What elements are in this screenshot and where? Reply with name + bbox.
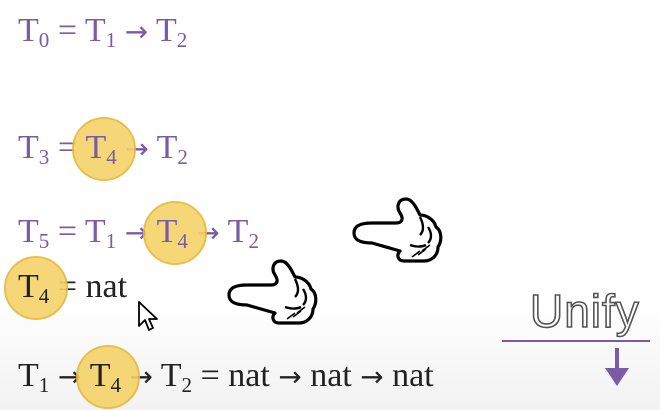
equation-t3: T3 = T4 → T2 xyxy=(18,117,188,181)
highlight-circle xyxy=(75,345,140,409)
equation-t4: T4 = nat xyxy=(4,256,128,320)
subscript: 4 xyxy=(110,372,122,397)
right-arrow: → xyxy=(124,216,149,249)
equation-t5: T5 = T1 → T4 → T2 xyxy=(18,201,259,265)
type-nat: nat xyxy=(228,357,270,394)
highlighted-term-t4: T4 xyxy=(142,201,207,265)
subscript: 5 xyxy=(38,228,50,253)
subscript: 4 xyxy=(177,228,188,253)
subscript: 2 xyxy=(248,228,259,253)
term-t: T xyxy=(18,357,39,394)
subscript: 2 xyxy=(176,27,188,52)
highlighted-term-t4: T4 xyxy=(4,256,68,320)
subscript: 4 xyxy=(38,283,50,308)
highlight-circle xyxy=(4,256,68,320)
subscript: 4 xyxy=(106,144,117,169)
pointing-hand-icon xyxy=(352,197,443,263)
subscript: 1 xyxy=(105,228,117,253)
term-t: T xyxy=(18,12,39,49)
right-arrow: → xyxy=(57,360,82,393)
term-t: T xyxy=(18,129,39,166)
term-t: T xyxy=(156,129,178,166)
equals-sign: = xyxy=(200,357,220,394)
pointing-hand-icon xyxy=(227,259,318,325)
subscript: 0 xyxy=(38,27,50,52)
term-t: T xyxy=(156,213,178,250)
unify-underline xyxy=(502,340,650,342)
unify-label: Unify xyxy=(529,284,640,338)
right-arrow: → xyxy=(278,360,302,393)
subscript: 1 xyxy=(38,372,50,397)
subscript: 2 xyxy=(181,372,193,397)
right-arrow: → xyxy=(360,360,384,393)
term-t: T xyxy=(84,12,106,49)
term-t: T xyxy=(160,357,182,394)
type-nat: nat xyxy=(392,357,434,394)
mouse-cursor-icon xyxy=(138,301,158,331)
highlighted-term-t4: T4 xyxy=(71,117,136,181)
subscript: 2 xyxy=(177,144,188,169)
subscript: 3 xyxy=(38,144,50,169)
down-arrow-icon xyxy=(605,348,629,386)
type-nat: nat xyxy=(85,268,128,305)
term-t: T xyxy=(227,213,249,250)
highlight-circle xyxy=(71,117,136,181)
term-t: T xyxy=(18,213,39,250)
term-t: T xyxy=(155,12,177,49)
equation-final: T1 → T4 → T2 = nat → nat → nat xyxy=(18,345,434,409)
term-t: T xyxy=(85,129,107,166)
term-t: T xyxy=(18,268,39,305)
highlight-circle xyxy=(142,201,207,265)
equals-sign: = xyxy=(57,12,78,49)
term-t: T xyxy=(89,357,111,394)
term-t: T xyxy=(84,213,106,250)
right-arrow: → xyxy=(124,15,149,48)
highlighted-term-t4: T4 xyxy=(75,345,140,409)
subscript: 1 xyxy=(105,27,117,52)
equation-t0: T0 = T1 → T2 xyxy=(18,14,187,51)
type-nat: nat xyxy=(310,357,352,394)
equals-sign: = xyxy=(57,213,78,250)
